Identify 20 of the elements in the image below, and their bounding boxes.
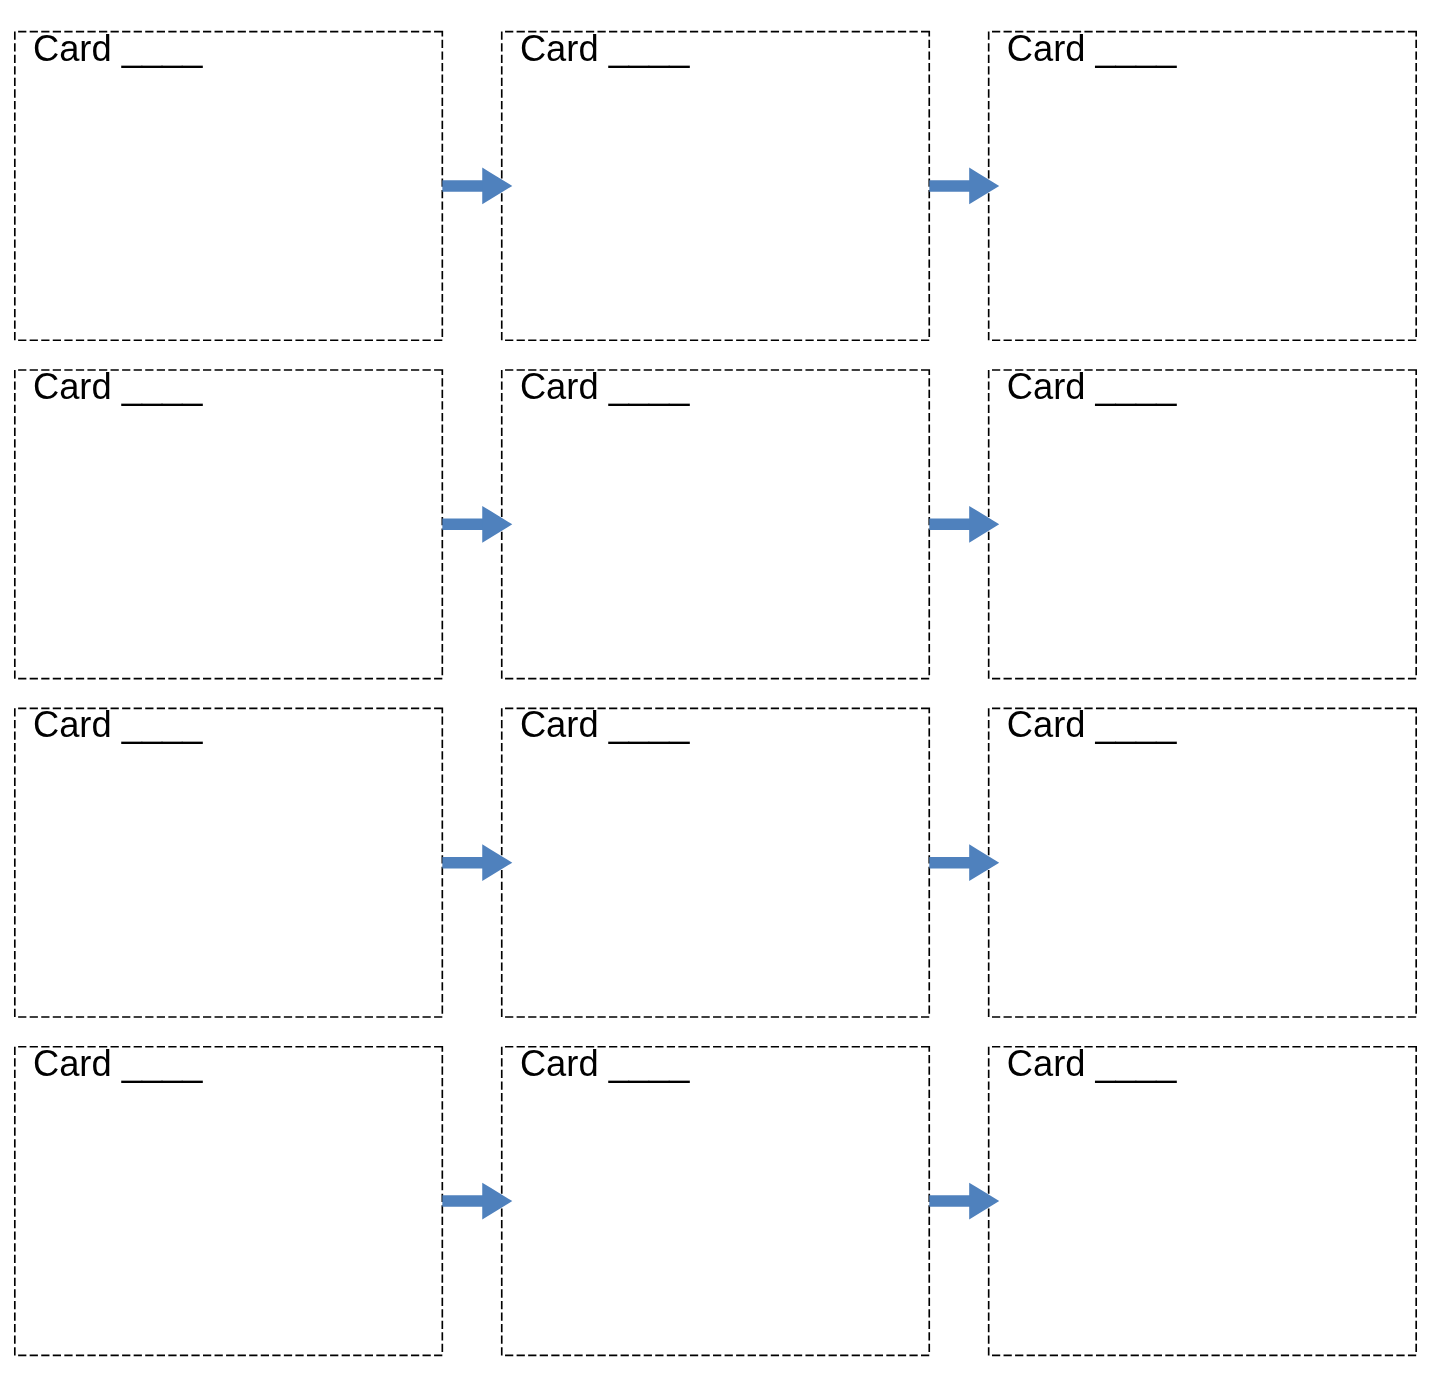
arrow (929, 1182, 1000, 1220)
arrow (929, 167, 1000, 205)
node-box: Card ____ (987, 369, 1417, 680)
node-box: Card ____ (987, 707, 1417, 1018)
arrow (442, 844, 513, 882)
arrow (442, 1182, 513, 1220)
node-box: Card ____ (987, 1045, 1417, 1357)
node-box: Card ____ (14, 707, 444, 1018)
node-box: Card ____ (500, 707, 931, 1018)
node-box: Card ____ (14, 369, 444, 680)
arrow (929, 844, 1000, 882)
node-box: Card ____ (500, 30, 931, 342)
arrow (442, 505, 513, 543)
arrow (442, 167, 513, 205)
node-box: Card ____ (987, 30, 1417, 342)
node-box: Card ____ (14, 1045, 444, 1357)
node-box: Card ____ (500, 1045, 931, 1357)
arrow (929, 505, 1000, 543)
node-box: Card ____ (14, 30, 444, 342)
node-box: Card ____ (500, 369, 931, 680)
